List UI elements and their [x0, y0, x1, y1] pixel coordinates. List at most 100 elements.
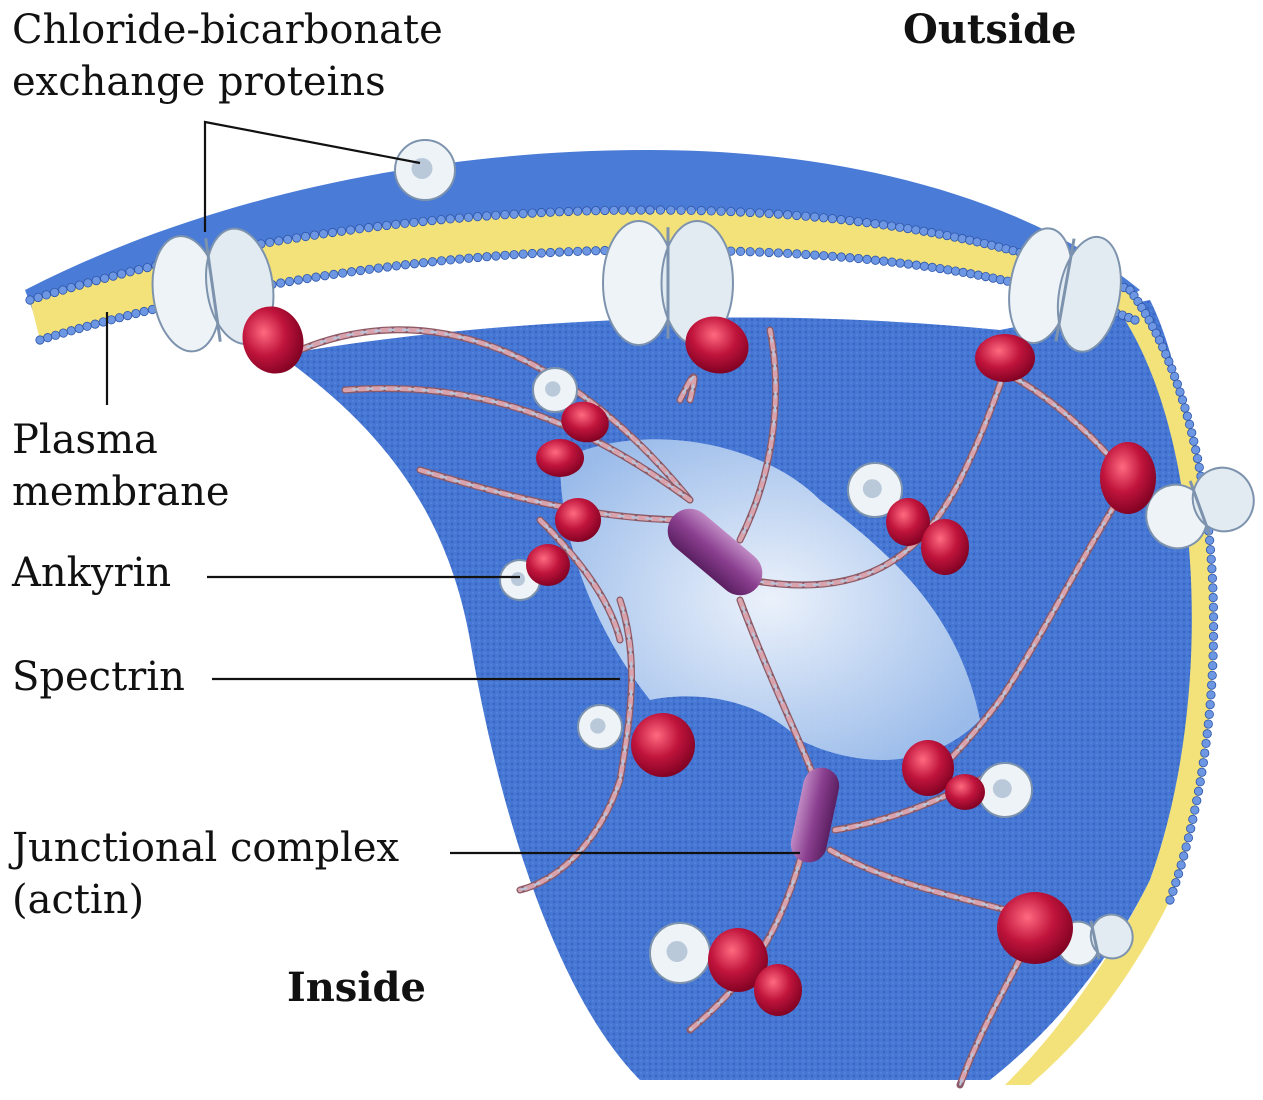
- lipid-head-dot: [75, 281, 83, 289]
- lipid-head-dot: [546, 208, 554, 216]
- lipid-head-dot: [132, 309, 140, 317]
- lipid-head-dot: [819, 214, 827, 222]
- lipid-head-dot: [75, 324, 83, 332]
- ankyrin-icon: [536, 439, 584, 477]
- lipid-head-dot: [382, 221, 390, 229]
- lipid-head-dot: [755, 209, 763, 217]
- lipid-head-dot: [1209, 652, 1217, 660]
- small-protein-icon: [650, 923, 710, 983]
- lipid-head-dot: [328, 228, 336, 236]
- lipid-head-dot: [1180, 852, 1188, 860]
- lipid-head-dot: [36, 336, 44, 344]
- lipid-head-dot: [492, 211, 500, 219]
- label-plasma-line1: Plasma: [12, 414, 158, 466]
- lipid-head-dot: [912, 261, 920, 269]
- lipid-head-dot: [793, 211, 801, 219]
- lipid-head-dot: [410, 218, 418, 226]
- lipid-head-dot: [707, 207, 715, 215]
- lipid-head-dot: [943, 231, 951, 239]
- lipid-head-dot: [1201, 749, 1209, 757]
- lipid-head-dot: [959, 268, 967, 276]
- lipid-head-dot: [492, 252, 500, 260]
- lipid-head-dot: [637, 206, 645, 214]
- lipid-head-dot: [59, 329, 67, 337]
- lipid-head-dot: [601, 206, 609, 214]
- lipid-head-dot: [904, 224, 912, 232]
- lipid-head-dot: [592, 247, 600, 255]
- lipid-head-dot: [592, 206, 600, 214]
- small-protein-icon: [578, 705, 622, 749]
- lipid-head-dot: [896, 259, 904, 267]
- lipid-head-dot: [294, 276, 302, 284]
- lipid-head-dot: [266, 238, 274, 246]
- lipid-head-dot: [319, 230, 327, 238]
- lipid-head-dot: [802, 250, 810, 258]
- lipid-head-dot: [337, 227, 345, 235]
- small-protein-icon: [978, 763, 1032, 817]
- lipid-head-dot: [1183, 412, 1191, 420]
- lipid-head-dot: [419, 259, 427, 267]
- lipid-head-dot: [1173, 380, 1181, 388]
- lipid-head-dot: [455, 214, 463, 222]
- lipid-head-dot: [793, 250, 801, 258]
- lipid-head-dot: [736, 208, 744, 216]
- lipid-head-dot: [1181, 404, 1189, 412]
- ankyrin-icon: [526, 544, 570, 586]
- lipid-head-dot: [34, 293, 42, 301]
- lipid-head-dot: [887, 222, 895, 230]
- lipid-head-dot: [879, 221, 887, 229]
- lipid-head-dot: [437, 216, 445, 224]
- lipid-head-dot: [646, 206, 654, 214]
- lipid-head-dot: [1195, 463, 1203, 471]
- lipid-head-dot: [277, 279, 285, 287]
- lipid-head-dot: [92, 276, 100, 284]
- lipid-head-dot: [746, 248, 754, 256]
- lipid-head-dot: [44, 333, 52, 341]
- lipid-head-dot: [428, 216, 436, 224]
- lipid-head-dot: [115, 313, 123, 321]
- lipid-head-dot: [1131, 316, 1139, 324]
- lipid-head-dot: [935, 230, 943, 238]
- lipid-head-dot: [392, 220, 400, 228]
- label-inside: Inside: [287, 962, 426, 1014]
- lipid-head-dot: [1207, 691, 1215, 699]
- lipid-head-dot: [1208, 565, 1216, 573]
- lipid-head-dot: [863, 218, 871, 226]
- lipid-head-dot: [410, 260, 418, 268]
- lipid-head-dot: [555, 208, 563, 216]
- lipid-head-dot: [863, 255, 871, 263]
- lipid-head-dot: [1209, 593, 1217, 601]
- lipid-head-dot: [312, 273, 320, 281]
- lipid-head-dot: [1182, 843, 1190, 851]
- lipid-head-dot: [519, 250, 527, 258]
- lipid-head-dot: [837, 253, 845, 261]
- lipid-head-dot: [483, 252, 491, 260]
- lipid-head-dot: [583, 247, 591, 255]
- lipid-head-dot: [667, 206, 675, 214]
- lipid-head-dot: [981, 272, 989, 280]
- lipid-head-dot: [1170, 372, 1178, 380]
- lipid-head-dot: [1193, 796, 1201, 804]
- lipid-head-dot: [465, 254, 473, 262]
- lipid-head-dot: [950, 233, 958, 241]
- label-junctional-line1: Junctional complex: [12, 822, 399, 874]
- lipid-head-dot: [912, 226, 920, 234]
- label-spectrin: Spectrin: [12, 651, 185, 703]
- lipid-head-dot: [135, 265, 143, 273]
- lipid-head-dot: [783, 211, 791, 219]
- lipid-head-dot: [528, 209, 536, 217]
- lipid-head-dot: [1177, 861, 1185, 869]
- lipid-head-dot: [310, 231, 318, 239]
- lipid-head-dot: [927, 228, 935, 236]
- lipid-head-dot: [1202, 739, 1210, 747]
- lipid-head-dot: [974, 271, 982, 279]
- label-ankyrin: Ankyrin: [12, 547, 171, 599]
- lipid-head-dot: [1206, 546, 1214, 554]
- lipid-head-dot: [67, 327, 75, 335]
- lipid-head-dot: [1174, 870, 1182, 878]
- ankyrin-icon: [555, 498, 601, 542]
- lipid-head-dot: [1205, 536, 1213, 544]
- lipid-head-dot: [501, 251, 509, 259]
- lipid-head-dot: [303, 274, 311, 282]
- lipid-head-dot: [1176, 388, 1184, 396]
